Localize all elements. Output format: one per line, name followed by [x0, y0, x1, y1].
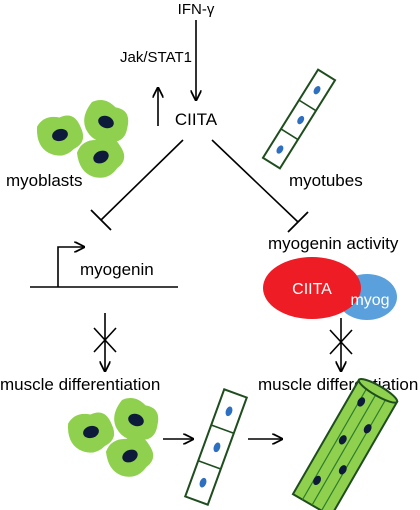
myogenin-label: myogenin — [80, 260, 154, 279]
myoblast-cells-bottom — [67, 397, 159, 477]
muscle-fiber — [291, 378, 399, 510]
ifn-gamma-label: IFN-γ — [178, 1, 215, 18]
myotube-top — [261, 68, 337, 170]
inhibition-bar-right — [287, 211, 309, 233]
ciita-inhibits-activity-line — [211, 139, 299, 223]
muscle-differentiation-left-label: muscle differentiation — [0, 375, 160, 394]
ciita-blob — [263, 257, 361, 319]
myogenin-activity-label: myogenin activity — [268, 234, 399, 253]
inhibition-bar-left — [90, 209, 112, 231]
ciita-label: CIITA — [175, 110, 218, 129]
promoter-arrow — [57, 247, 84, 287]
blocked-arrow-right — [329, 318, 353, 371]
myoblasts-label: myoblasts — [6, 171, 83, 190]
myotube-bottom — [183, 388, 249, 506]
jak-stat1-label: Jak/STAT1 — [120, 49, 192, 66]
blocked-arrow-left — [93, 313, 117, 371]
myotubes-label: myotubes — [289, 171, 363, 190]
ciita-inhibits-myogenin-line — [100, 139, 184, 221]
myoblast-cells — [36, 99, 129, 178]
ciita-complex-label: CIITA — [292, 281, 332, 298]
myog-complex-label: myog — [350, 292, 389, 309]
muscle-differentiation-right-label: muscle differentiation — [258, 375, 418, 394]
